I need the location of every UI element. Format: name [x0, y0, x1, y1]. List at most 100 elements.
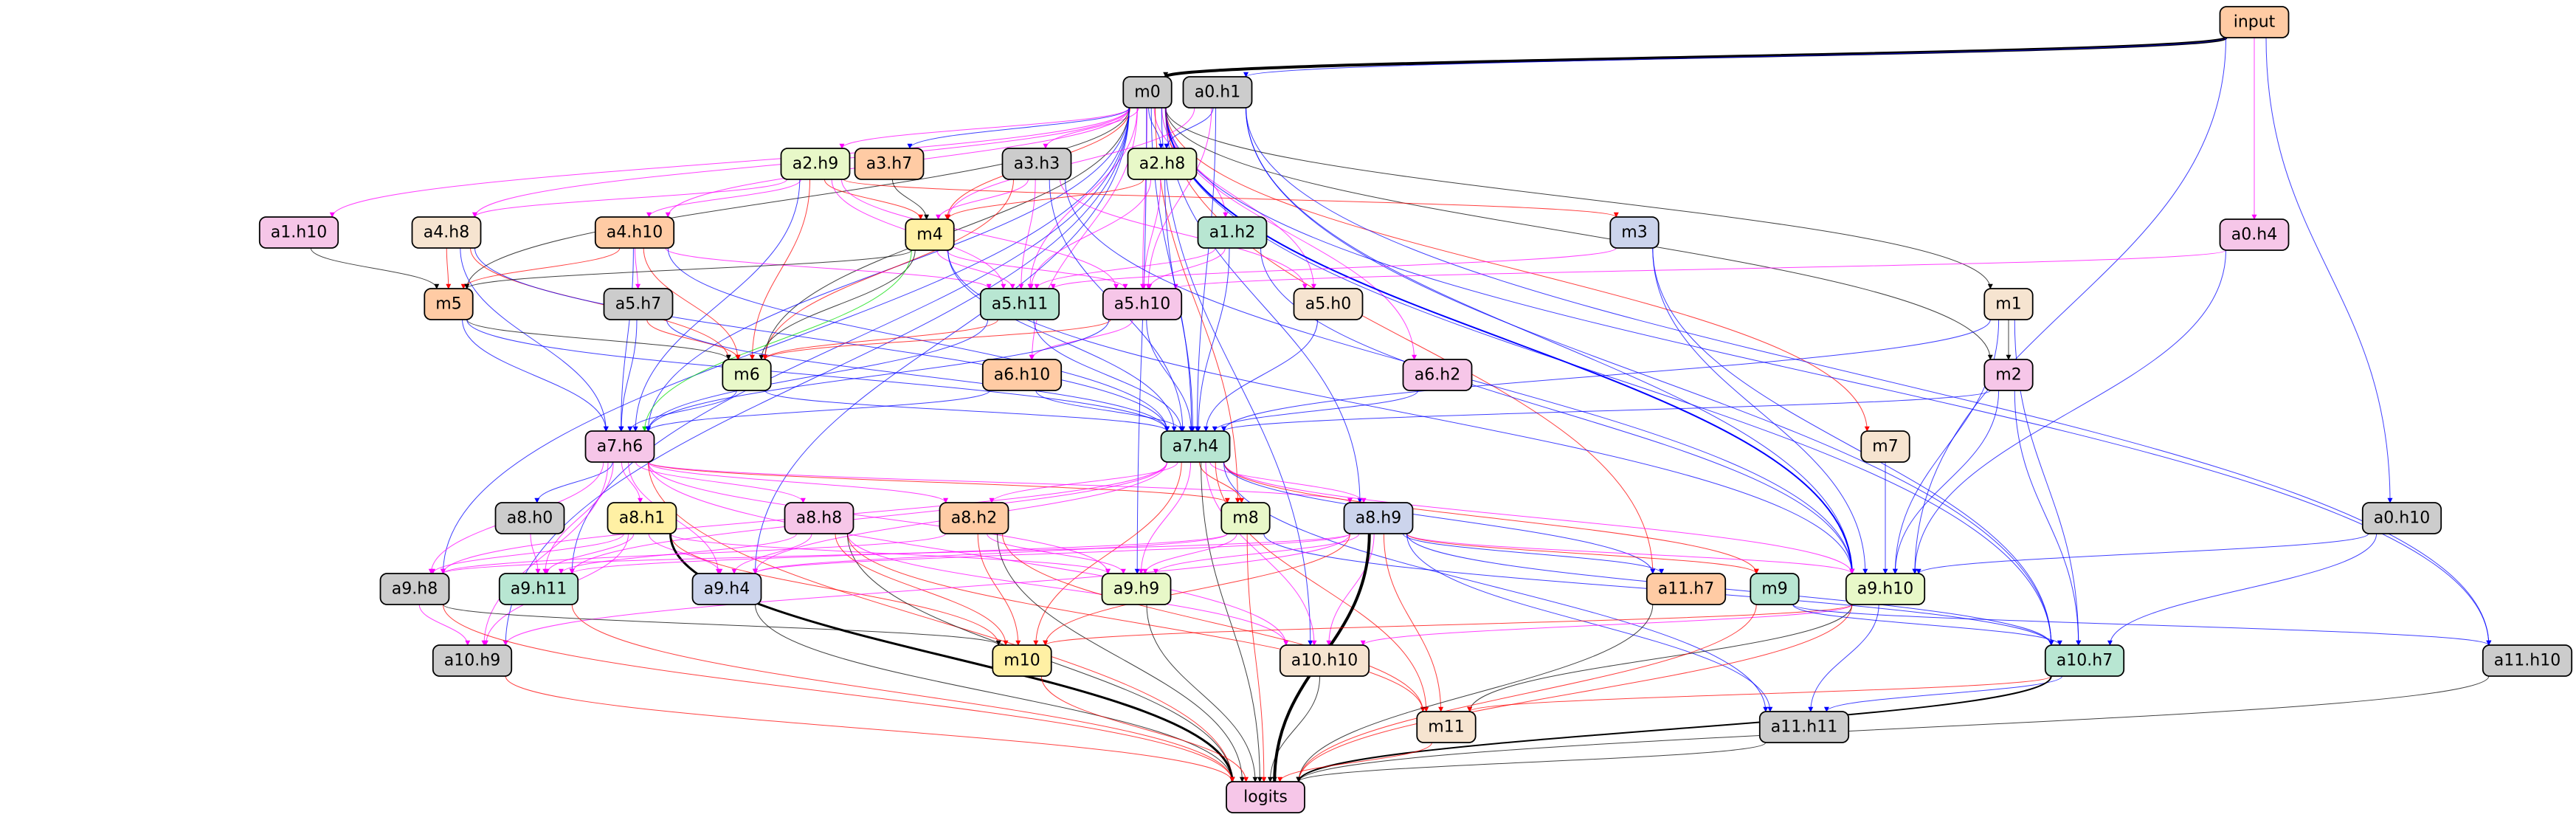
- node-a8-h1: a8.h1: [607, 502, 677, 534]
- edge-a3-h3-to-m6: [762, 179, 1015, 360]
- edge-m9-to-a11-h10: [1792, 604, 2492, 646]
- edge-a10-h9-to-logits: [505, 675, 1235, 782]
- edge-a10-h7-to-logits: [1296, 675, 2052, 782]
- edge-a5-h11-to-a7-h4: [1033, 319, 1184, 432]
- edge-input-to-a9-h10: [1912, 37, 2226, 574]
- node-a4-h10: a4.h10: [594, 216, 675, 249]
- edge-a2-h8-to-m4: [945, 179, 1144, 220]
- edge-m2-to-a7-h4: [1221, 390, 1991, 432]
- edge-m8-to-a9-h9: [1142, 533, 1237, 574]
- node-label: a9.h11: [511, 580, 567, 599]
- edge-input-to-a0-h10: [2265, 37, 2393, 503]
- edge-a4-h10-to-a7-h6: [618, 247, 634, 432]
- edge-a5-h7-to-a7-h4: [666, 319, 1170, 432]
- edge-a8-h9-to-a11-h7: [1402, 533, 1665, 574]
- edge-a2-h9-to-m6: [749, 179, 811, 360]
- node-label: m2: [1995, 366, 2021, 385]
- edge-a3-h7-to-m4: [891, 179, 930, 220]
- node-box: [992, 644, 1052, 677]
- edge-a8-h2-to-a9-h8: [441, 533, 946, 574]
- edge-m9-to-logits: [1296, 604, 1757, 782]
- node-box: [1197, 216, 1268, 249]
- edge-a8-h9-to-a11-h11: [1406, 533, 1773, 712]
- edge-a0-h1-to-a9-h10: [1246, 107, 1855, 574]
- node-label: a11.h11: [1771, 718, 1837, 737]
- edge-a11-h7-to-logits: [1296, 604, 1654, 782]
- node-label: a8.h9: [1356, 509, 1401, 528]
- edge-a2-h9-to-a7-h6: [632, 179, 801, 432]
- node-a11-h11: a11.h11: [1758, 711, 1850, 743]
- node-label: a5.h0: [1305, 295, 1351, 314]
- node-box: [498, 573, 579, 605]
- node-box: [2219, 218, 2290, 251]
- edge-a0-h1-to-a2-h8: [1164, 107, 1214, 149]
- node-a2-h9: a2.h9: [780, 148, 851, 180]
- edge-m0-to-a2-h9: [839, 107, 1130, 149]
- node-m0: m0: [1122, 76, 1173, 109]
- node-label: a0.h4: [2231, 226, 2277, 244]
- edge-a5-h11-to-m6: [762, 319, 998, 360]
- edge-a8-h2-to-logits: [997, 533, 1245, 782]
- edge-input-to-m0: [1163, 36, 2228, 78]
- edge-a4-h10-to-m6: [643, 247, 741, 360]
- edge-m0-to-a9-h10: [1164, 107, 1855, 574]
- node-logits: logits: [1226, 781, 1305, 813]
- edge-a5-h10-to-a7-h4: [1146, 319, 1194, 432]
- edge-a9-h4-to-logits: [755, 604, 1235, 782]
- edge-m1-to-a9-h10: [1892, 319, 2000, 574]
- node-label: a9.h4: [704, 580, 750, 599]
- edge-m2-to-a10-h7: [2014, 390, 2082, 646]
- node-label: a9.h10: [1857, 580, 1913, 599]
- node-m10: m10: [992, 644, 1052, 677]
- node-a7-h6: a7.h6: [584, 430, 655, 463]
- node-box: [1220, 502, 1271, 534]
- edge-a9-h8-to-a10-h9: [418, 604, 471, 646]
- edge-a8-h9-to-m9: [1406, 533, 1759, 574]
- edge-a8-h1-to-logits: [669, 533, 1235, 782]
- node-label: a3.h7: [866, 155, 912, 173]
- node-box: [2482, 644, 2573, 677]
- node-label: m7: [1872, 438, 1898, 456]
- edge-m3-to-a9-h10: [1652, 247, 1868, 574]
- edge-a7-h4-to-a9-h11: [569, 461, 1167, 574]
- edge-m10-to-logits: [1040, 675, 1249, 782]
- node-label: a0.h10: [2374, 509, 2430, 528]
- edge-a4-h8-to-m6: [470, 247, 731, 360]
- node-box: [1860, 430, 1910, 463]
- node-box: [1416, 711, 1477, 743]
- edge-a2-h9-to-a5-h10: [840, 179, 1119, 289]
- node-m7: m7: [1860, 430, 1910, 463]
- node-box: [411, 216, 482, 249]
- edge-a8-h9-to-a9-h4: [753, 533, 1350, 574]
- edge-a3-h3-to-a5-h11: [1018, 179, 1036, 289]
- edge-a7-h4-to-logits: [1201, 461, 1263, 782]
- edge-m0-to-m7: [1165, 107, 1870, 432]
- node-label: a7.h6: [597, 438, 643, 456]
- edge-a5-h0-to-a7-h4: [1203, 319, 1319, 432]
- node-box: [594, 216, 675, 249]
- node-box: [1609, 216, 1660, 249]
- edge-m9-to-a10-h7: [1792, 604, 2062, 646]
- node-box: [854, 148, 925, 180]
- node-a11-h7: a11.h7: [1646, 573, 1727, 605]
- edge-a3-h3-to-a5-h0: [1060, 179, 1308, 289]
- node-a5-h10: a5.h10: [1102, 288, 1183, 320]
- node-box: [603, 288, 674, 320]
- edge-a0-h1-to-a11-h10: [1246, 107, 2492, 646]
- edge-a7-h6-to-a8-h1: [621, 461, 643, 503]
- edge-a9-h9-to-logits: [1146, 604, 1258, 782]
- node-a9-h11: a9.h11: [498, 573, 579, 605]
- node-label: m11: [1428, 718, 1464, 737]
- node-label: a10.h10: [1291, 652, 1358, 670]
- edge-a7-h6-to-a9-h11: [542, 461, 614, 574]
- node-box: [1226, 781, 1305, 813]
- node-a7-h4: a7.h4: [1160, 430, 1231, 463]
- edge-a7-h4-to-a8-h2: [989, 461, 1178, 503]
- edge-a3-h3-to-m4: [936, 179, 1029, 220]
- node-box: [1101, 573, 1172, 605]
- node-a6-h2: a6.h2: [1402, 359, 1473, 391]
- node-a5-h11: a5.h11: [979, 288, 1060, 320]
- node-box: [1845, 573, 1926, 605]
- edge-a2-h9-to-m4: [823, 179, 924, 220]
- node-box: [905, 218, 955, 251]
